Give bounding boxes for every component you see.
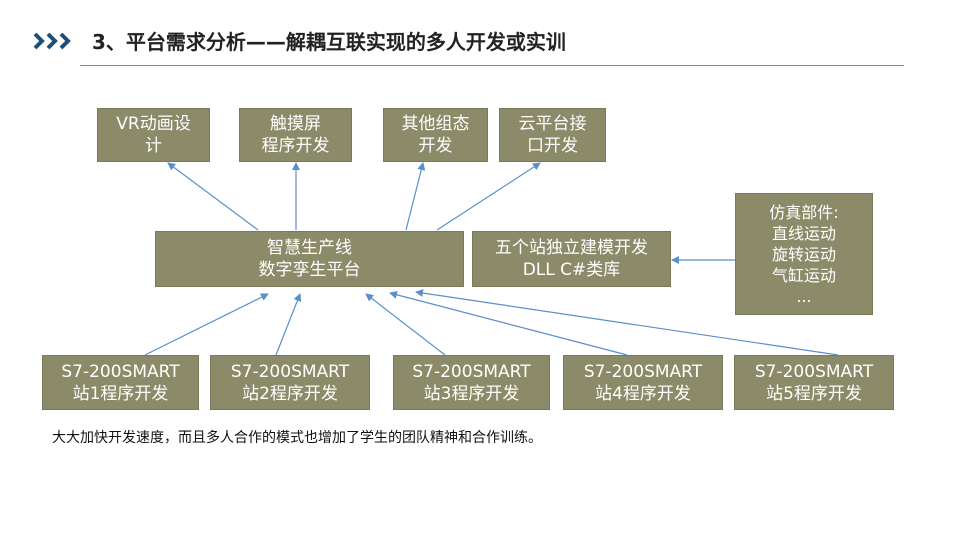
touchscreen-line1: 触摸屏 [270,114,321,134]
sim-parts-line1: 仿真部件: [769,202,839,222]
station3-line1: S7-200SMART [412,361,531,382]
summary-caption: 大大加快开发速度，而且多人合作的模式也增加了学生的团队精神和合作训练。 [52,430,542,446]
arrow-to-config-box [405,162,426,231]
arrow-station2-to-platform [275,293,302,356]
arrow-to-vr-box [167,162,259,231]
station1-box: S7-200SMART 站1程序开发 [42,355,199,410]
station2-line1: S7-200SMART [230,361,350,382]
touchscreen-line2: 程序开发 [261,136,330,156]
touchscreen-box: 触摸屏 程序开发 [239,108,352,162]
station5-line2: 站5程序开发 [766,383,862,404]
station4-box: S7-200SMART 站4程序开发 [563,355,723,410]
cloud-interface-box: 云平台接 口开发 [499,108,606,162]
station1-line1: S7-200SMART [61,361,180,382]
station2-line2: 站2程序开发 [242,383,338,404]
station3-box: S7-200SMART 站3程序开发 [393,355,550,410]
config-dev-box: 其他组态 开发 [383,108,488,162]
arrow-to-cloud-box [436,162,541,231]
station5-box: S7-200SMART 站5程序开发 [734,355,894,410]
simulation-parts-box: 仿真部件: 直线运动 旋转运动 气缸运动 ... [735,193,873,315]
digital-twin-platform-box: 智慧生产线 数字孪生平台 [155,231,464,287]
config-dev-line1: 其他组态 [401,114,470,134]
station-model-line2: DLL C#类库 [522,260,621,280]
vr-animation-line2: 计 [145,136,162,156]
sim-parts-line5: ... [796,286,812,306]
cloud-interface-line2: 口开发 [527,136,578,156]
platform-line1: 智慧生产线 [267,238,352,258]
sim-parts-line2: 直线运动 [771,223,836,243]
station3-line2: 站3程序开发 [423,383,520,404]
arrow-station1-to-platform [144,293,269,356]
platform-line2: 数字孪生平台 [258,260,361,280]
arrow-station4-to-platform [389,290,628,356]
station4-line2: 站4程序开发 [595,383,691,404]
station2-box: S7-200SMART 站2程序开发 [210,355,370,410]
arrow-station3-to-platform [365,293,446,356]
vr-animation-box: VR动画设 计 [97,108,210,162]
station4-line1: S7-200SMART [583,361,703,382]
sim-parts-line4: 气缸运动 [771,265,836,285]
sim-parts-line3: 旋转运动 [771,244,836,264]
station1-line2: 站1程序开发 [72,383,169,404]
config-dev-line2: 开发 [418,136,453,156]
cloud-interface-line1: 云平台接 [518,114,587,134]
station5-line1: S7-200SMART [754,361,874,382]
station-model-line1: 五个站独立建模开发 [495,238,648,258]
page-title: 3、平台需求分析——解耦互联实现的多人开发或实训 [92,30,566,54]
station-model-box: 五个站独立建模开发 DLL C#类库 [472,231,671,287]
vr-animation-line1: VR动画设 [116,114,191,134]
chevron-right-icon [33,32,71,50]
title-divider [80,65,904,66]
